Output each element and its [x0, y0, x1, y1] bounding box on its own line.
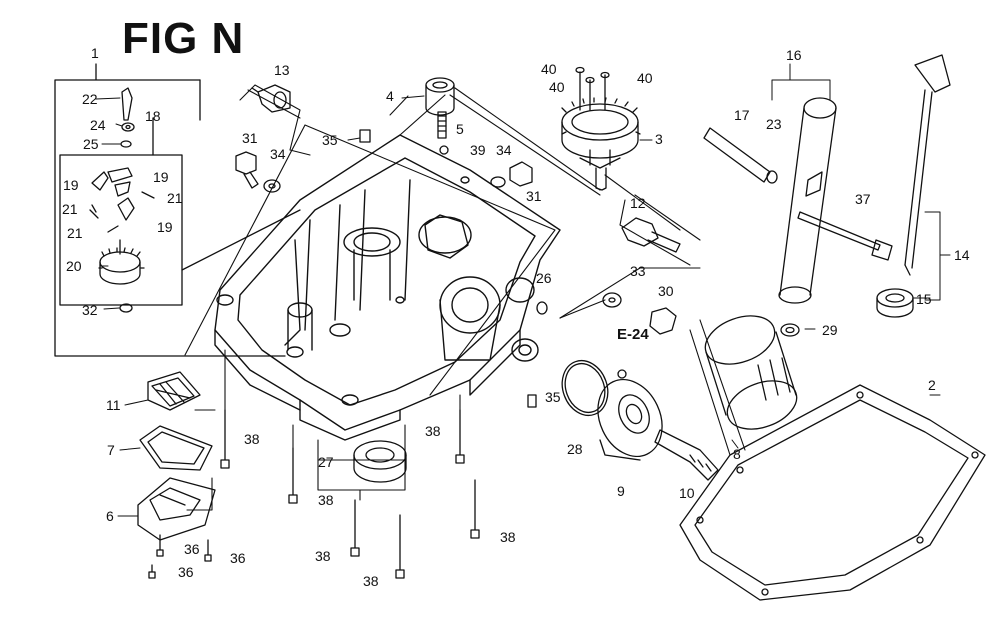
callout-28: 28 — [567, 441, 583, 457]
callout-38-b: 38 — [318, 492, 334, 508]
callout-24: 24 — [90, 117, 106, 133]
part-15-seal — [876, 288, 914, 318]
callout-11: 11 — [106, 397, 121, 413]
callout-38-c: 38 — [425, 423, 441, 439]
callout-5: 5 — [456, 121, 464, 137]
callout-17: 17 — [734, 107, 750, 123]
callout-34-left: 34 — [270, 146, 286, 162]
callout-29: 29 — [822, 322, 838, 338]
part-37-bolt — [797, 211, 893, 261]
part-3-gear — [561, 66, 641, 191]
callout-31-right: 31 — [526, 188, 542, 204]
callout-38-e: 38 — [315, 548, 331, 564]
callout-40-b: 40 — [549, 79, 565, 95]
parts-36-bolts — [148, 534, 212, 579]
callout-1: 1 — [91, 45, 99, 61]
parts-38-bolts — [220, 409, 480, 579]
callout-8: 8 — [733, 446, 741, 462]
part-31-34-left — [235, 151, 281, 193]
callout-15: 15 — [916, 291, 932, 307]
parts-11-7-6 — [137, 371, 216, 541]
callout-2: 2 — [928, 377, 936, 393]
callout-3: 3 — [655, 131, 663, 147]
governor-parts — [89, 87, 155, 313]
part-9-adaptor — [597, 369, 663, 461]
part-12-switch — [621, 217, 681, 253]
callout-16: 16 — [786, 47, 802, 63]
callout-39: 39 — [470, 142, 486, 158]
callout-36-a: 36 — [184, 541, 200, 557]
leader-lines — [184, 84, 746, 511]
part-2-gasket — [679, 384, 986, 601]
callout-20: 20 — [66, 258, 82, 274]
callout-19-lower: 19 — [157, 219, 173, 235]
callout-38-d: 38 — [500, 529, 516, 545]
callout-12: 12 — [630, 195, 646, 211]
crankcase-body — [214, 134, 561, 441]
callout-14: 14 — [954, 247, 970, 263]
callout-21-left: 21 — [62, 201, 78, 217]
callout-38-f: 38 — [363, 573, 379, 589]
part-31-34-right — [490, 161, 533, 188]
callout-31-left: 31 — [242, 130, 258, 146]
callout-19-right: 19 — [153, 169, 169, 185]
callout-26: 26 — [536, 270, 552, 286]
callout-38-a: 38 — [244, 431, 260, 447]
callout-7: 7 — [107, 442, 115, 458]
callout-13: 13 — [274, 62, 290, 78]
callout-19-left: 19 — [63, 177, 79, 193]
callout-34-right: 34 — [496, 142, 512, 158]
figure-title: FIG N — [122, 14, 245, 63]
callout-36-c: 36 — [178, 564, 194, 580]
callout-35-right: 35 — [545, 389, 561, 405]
governor-group-bracket — [54, 63, 301, 357]
callout-22: 22 — [82, 91, 98, 107]
callout-18: 18 — [145, 108, 161, 124]
part-10-nipple — [654, 429, 719, 481]
callout-33: 33 — [630, 263, 646, 279]
callout-25: 25 — [83, 136, 99, 152]
part-27-oil-seal — [353, 440, 407, 483]
callout-37: 37 — [855, 191, 871, 207]
part-13-sensor — [251, 84, 291, 113]
callout-30: 30 — [658, 283, 674, 299]
callout-40-a: 40 — [541, 61, 557, 77]
callout-9: 9 — [617, 483, 625, 499]
part-28-o-ring — [561, 359, 609, 417]
callout-leaders — [95, 63, 951, 517]
callout-10: 10 — [679, 485, 695, 501]
callout-21-lower: 21 — [67, 225, 83, 241]
callout-21-right: 21 — [167, 190, 183, 206]
callout-4: 4 — [386, 88, 394, 104]
callout-23: 23 — [766, 116, 782, 132]
part-26 — [536, 301, 548, 315]
reference-e24: E-24 — [617, 326, 649, 343]
part-4-cap — [425, 77, 455, 116]
callout-32: 32 — [82, 302, 98, 318]
part-8-oil-filter — [704, 315, 798, 430]
callout-40-c: 40 — [637, 70, 653, 86]
callout-36-b: 36 — [230, 550, 246, 566]
part-16-filler-tube — [703, 97, 837, 337]
part-14-dipstick — [904, 54, 951, 276]
callout-27: 27 — [318, 454, 334, 470]
parts-33-30 — [602, 292, 677, 335]
callout-6: 6 — [106, 508, 114, 524]
callout-35-left: 35 — [322, 132, 338, 148]
